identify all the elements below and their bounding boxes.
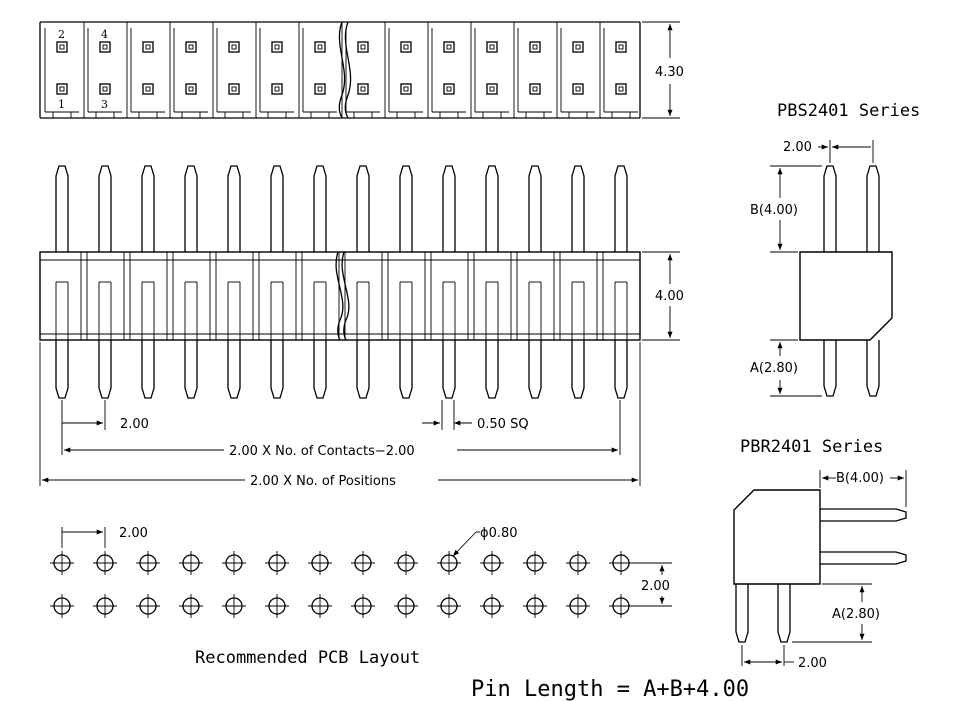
pbs-b-label: B(4.00): [750, 203, 798, 218]
pin-square: [228, 41, 240, 53]
header-pin: [485, 165, 499, 252]
header-pin: [141, 165, 155, 252]
pin-number-4: 4: [101, 28, 108, 41]
pin-square: [99, 41, 111, 53]
header-pin: [442, 165, 456, 252]
positions-label: 2.00 X No. of Positions: [250, 474, 396, 489]
pin-square: [357, 41, 369, 53]
header-pin: [313, 165, 327, 252]
pbs2401-side-view: PBS2401 Series 2.00 B(4.00) A(2.80): [750, 101, 920, 397]
header-pin: [98, 165, 112, 252]
pin-square: [142, 83, 154, 95]
header-pin: [55, 165, 69, 252]
header-pin: [227, 165, 241, 252]
pcb-layout: 2.00 ϕ0.80 2.00 Recommended PCB Layout: [50, 526, 672, 668]
pin-square: [99, 83, 111, 95]
pbr2401-side-view: PBR2401 Series B(4.00) A(2.80) 2.00: [733, 437, 907, 671]
pin-square: [529, 41, 541, 53]
contacts-label: 2.00 X No. of Contacts−2.00: [229, 444, 415, 459]
pin-square: [142, 41, 154, 53]
pin-square: [56, 41, 68, 53]
pin-size-label: 0.50 SQ: [477, 417, 529, 432]
pin-square: [486, 83, 498, 95]
pin-square: [615, 83, 627, 95]
top-height-label: 4.30: [655, 65, 684, 80]
pin-number-3: 3: [101, 98, 108, 111]
pcb-pitch-label: 2.00: [119, 526, 148, 541]
pin-square: [615, 41, 627, 53]
header-pin: [571, 165, 585, 252]
pin-square: [443, 83, 455, 95]
pin-square: [56, 83, 68, 95]
pin-square: [185, 83, 197, 95]
top-view: 2 4 1 3 4.30: [39, 21, 684, 119]
pin-number-1: 1: [58, 98, 65, 111]
pin-length-formula: Pin Length = A+B+4.00: [471, 677, 749, 701]
pbr-a-label: A(2.80): [832, 607, 880, 622]
header-pin: [528, 165, 542, 252]
pin-square: [228, 83, 240, 95]
pin-number-2: 2: [58, 28, 65, 41]
front-height-label: 4.00: [655, 289, 684, 304]
pin-square: [572, 83, 584, 95]
header-pin: [399, 165, 413, 252]
pin-square: [271, 41, 283, 53]
row-pitch-label: 2.00: [641, 579, 670, 594]
pin-square: [572, 41, 584, 53]
pin-square: [486, 41, 498, 53]
pin-square: [314, 83, 326, 95]
pbs-title: PBS2401 Series: [777, 101, 920, 121]
header-pin: [614, 165, 628, 252]
header-pin: [270, 165, 284, 252]
pin-square: [271, 83, 283, 95]
pbr-b-label: B(4.00): [836, 471, 884, 486]
front-pitch-label: 2.00: [120, 417, 149, 432]
pbs-pitch-label: 2.00: [783, 140, 812, 155]
pin-square: [529, 83, 541, 95]
pcb-layout-title: Recommended PCB Layout: [195, 648, 420, 668]
hole-diameter-label: ϕ0.80: [480, 526, 518, 541]
pin-square: [357, 83, 369, 95]
pin-square: [185, 41, 197, 53]
pbs-a-label: A(2.80): [750, 361, 798, 376]
pin-square: [400, 83, 412, 95]
pin-square: [314, 41, 326, 53]
pin-square: [400, 41, 412, 53]
pbr-title: PBR2401 Series: [740, 437, 883, 457]
front-view: 4.00 2.00 0.50 SQ 2.00 X No. of Contacts…: [39, 165, 684, 489]
header-pin: [356, 165, 370, 252]
pin-square: [443, 41, 455, 53]
pbr-pitch-label: 2.00: [798, 656, 827, 671]
header-pin: [184, 165, 198, 252]
